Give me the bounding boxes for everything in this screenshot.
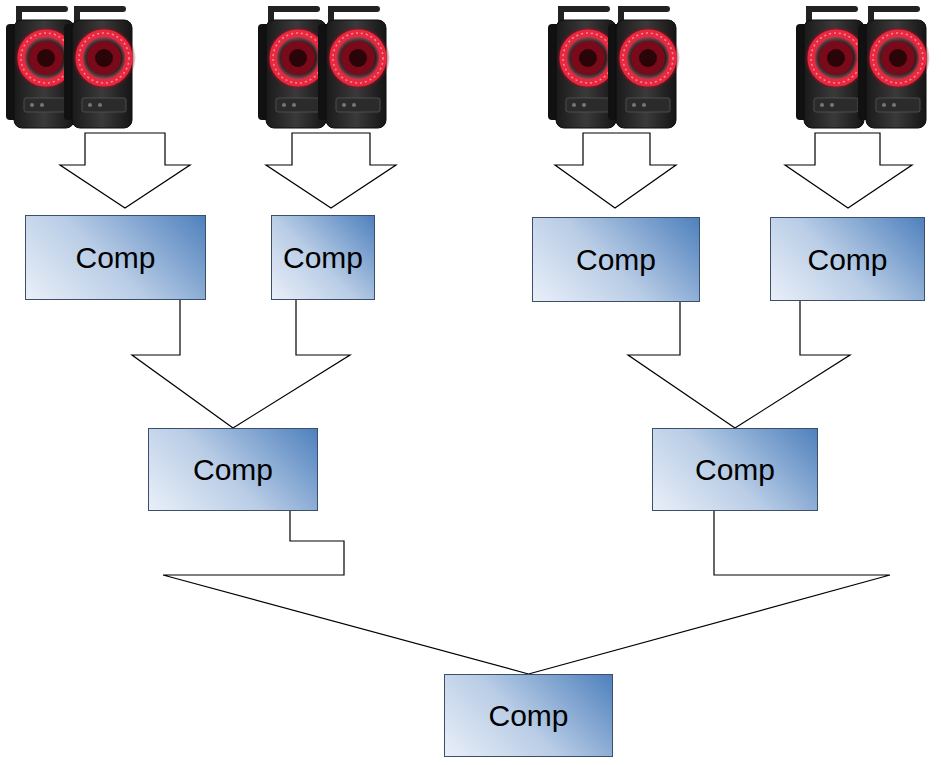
box-label: Comp bbox=[576, 243, 656, 276]
box-label: Comp bbox=[193, 453, 273, 486]
box-label: Comp bbox=[807, 243, 887, 276]
box-label: Comp bbox=[283, 241, 363, 274]
box-label: Comp bbox=[488, 699, 568, 732]
process-box: Comp bbox=[444, 674, 613, 757]
block-arrow-connector bbox=[132, 300, 233, 428]
process-box: Comp bbox=[532, 217, 700, 302]
process-box: Comp bbox=[148, 428, 318, 511]
process-box: Comp bbox=[271, 215, 375, 300]
block-arrow bbox=[60, 133, 190, 208]
block-arrow-connector bbox=[735, 301, 850, 428]
process-box: Comp bbox=[652, 428, 818, 511]
block-arrow bbox=[555, 133, 676, 208]
block-arrow-connector bbox=[233, 300, 350, 428]
block-arrow-connector bbox=[163, 511, 529, 674]
block-arrow-connector bbox=[628, 302, 735, 428]
box-label: Comp bbox=[75, 241, 155, 274]
process-box: Comp bbox=[25, 215, 206, 300]
block-arrow bbox=[785, 133, 912, 208]
box-label: Comp bbox=[695, 453, 775, 486]
process-box: Comp bbox=[770, 217, 925, 301]
block-arrow bbox=[266, 133, 396, 208]
block-arrow-connector bbox=[529, 511, 891, 674]
